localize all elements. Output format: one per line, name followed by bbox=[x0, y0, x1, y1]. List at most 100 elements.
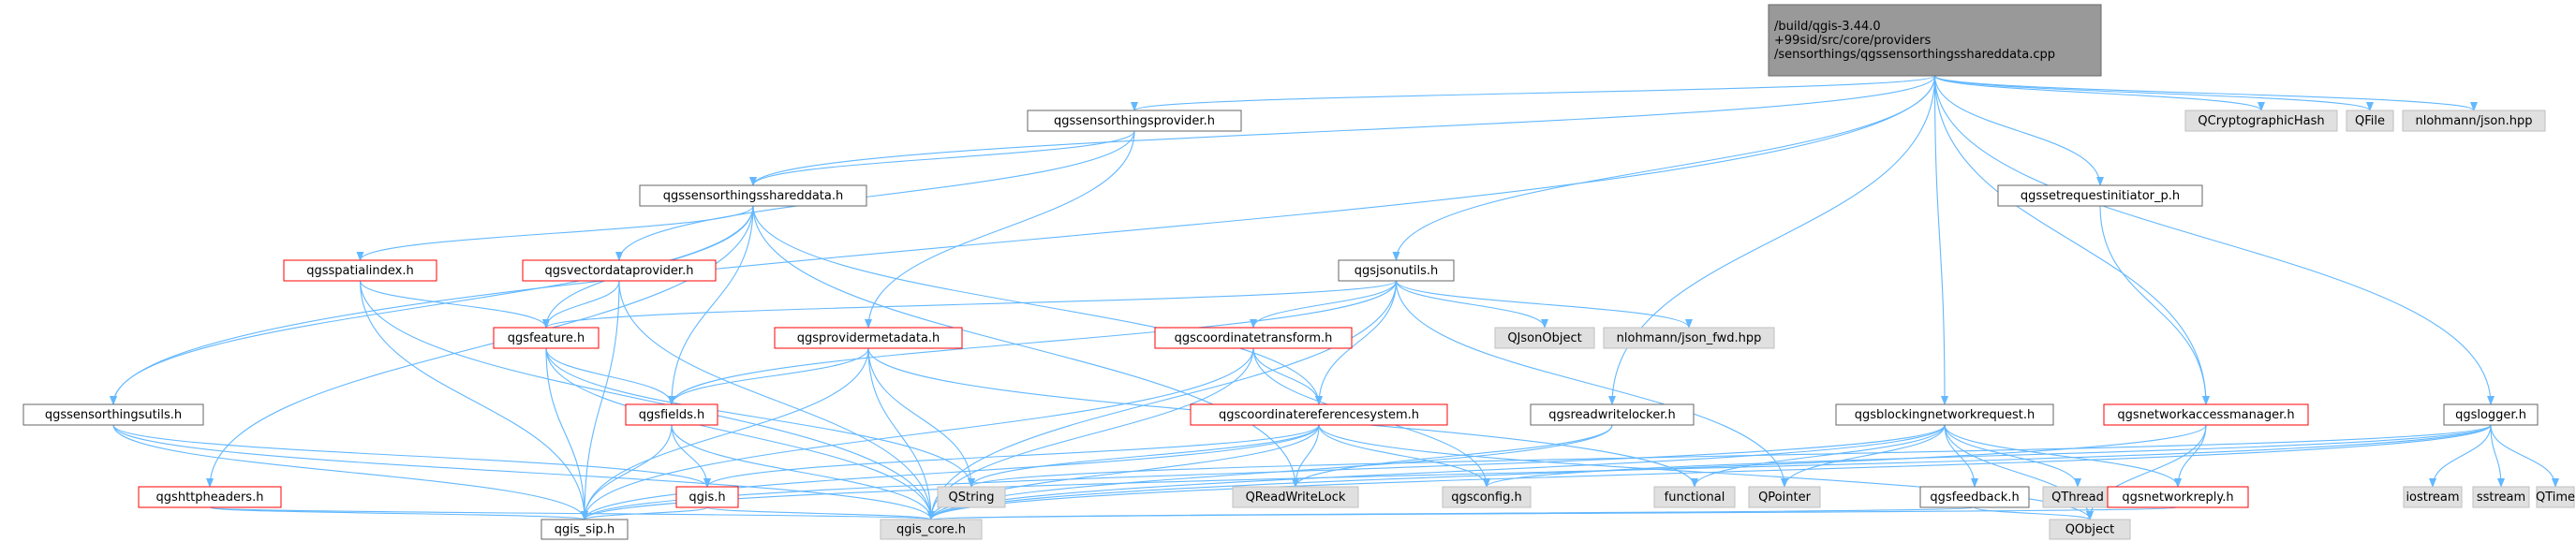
node-iostream: iostream bbox=[2403, 486, 2463, 508]
node-label-qgsfeedback: qgsfeedback.h bbox=[1930, 491, 2019, 505]
node-qgis[interactable]: qgis.h bbox=[675, 486, 739, 508]
edge-qgsfeature-to-qgsfields bbox=[545, 347, 675, 405]
node-label-sstream: sstream bbox=[2477, 491, 2525, 505]
edge-qgshttpheaders-to-qgis_sip bbox=[209, 506, 588, 520]
edge-root-to-qgsblockingnetworkrequest bbox=[1933, 75, 1948, 405]
edge-qgsfields-to-qgis bbox=[671, 424, 711, 488]
edge-root-to-qgsreadwritelocker bbox=[1608, 75, 1936, 405]
node-label-root: /sensorthings/qgssensorthingsshareddata.… bbox=[1774, 48, 2055, 62]
node-qgssetrequestinitiator[interactable]: qgssetrequestinitiator_p.h bbox=[1997, 184, 2203, 207]
node-box-qgsjsonutils bbox=[1338, 259, 1455, 282]
node-label-QCryptographicHash: QCryptographicHash bbox=[2198, 114, 2324, 128]
node-box-QString bbox=[937, 486, 1006, 508]
edge-qgslogger-to-qgsconfig bbox=[1483, 424, 2492, 488]
node-qgssensorthingsutils[interactable]: qgssensorthingsutils.h bbox=[22, 403, 204, 426]
edge-qgsblockingnetworkrequest-to-functional bbox=[1691, 424, 1946, 488]
edge-qgsspatialindex-to-qgis_core bbox=[359, 280, 935, 520]
edge-qgssensorthingsshareddata-to-qgsspatialindex bbox=[356, 205, 754, 261]
edge-qgsfeature-to-qgis_core bbox=[545, 347, 935, 520]
node-qgsblockingnetworkrequest[interactable]: qgsblockingnetworkrequest.h bbox=[1835, 403, 2054, 426]
node-label-qgsnetworkaccessmanager: qgsnetworkaccessmanager.h bbox=[2117, 408, 2294, 422]
node-QString: QString bbox=[937, 486, 1006, 508]
node-box-QObject bbox=[2049, 519, 2131, 540]
node-QCryptographicHash: QCryptographicHash bbox=[2184, 110, 2338, 132]
edge-qgsnetworkreply-to-qgis_core bbox=[928, 506, 2179, 520]
edge-qgscoordinatereferencesystem-to-qgis bbox=[703, 424, 1320, 488]
node-QTime: QTime bbox=[2536, 486, 2575, 508]
node-label-qgslogger: qgslogger.h bbox=[2455, 408, 2526, 422]
node-label-qgsnetworkreply: qgsnetworkreply.h bbox=[2122, 491, 2233, 505]
node-label-qgsprovidermetadata: qgsprovidermetadata.h bbox=[797, 331, 940, 345]
node-box-qgsprovidermetadata bbox=[774, 327, 963, 349]
node-box-QReadWriteLock bbox=[1232, 486, 1359, 508]
node-label-QPointer: QPointer bbox=[1758, 491, 1812, 505]
node-box-qgssensorthingsshareddata bbox=[639, 184, 867, 207]
node-box-functional bbox=[1653, 486, 1736, 508]
node-qgsnetworkreply[interactable]: qgsnetworkreply.h bbox=[2107, 486, 2249, 508]
node-box-qgsfeedback bbox=[1919, 486, 2030, 508]
node-box-qgsnetworkreply bbox=[2107, 486, 2249, 508]
edge-qgsvectordataprovider-to-qgis_sip bbox=[581, 280, 620, 520]
edge-qgsblockingnetworkrequest-to-QPointer bbox=[1781, 424, 1946, 488]
node-label-qgssensorthingsshareddata: qgssensorthingsshareddata.h bbox=[663, 189, 844, 203]
node-QObject: QObject bbox=[2049, 519, 2131, 540]
node-qgssensorthingsshareddata[interactable]: qgssensorthingsshareddata.h bbox=[639, 184, 867, 207]
node-box-qgscoordinatereferencesystem bbox=[1190, 403, 1448, 426]
node-label-qgis_sip: qgis_sip.h bbox=[555, 523, 614, 537]
node-box-QPointer bbox=[1748, 486, 1821, 508]
edge-qgsvectordataprovider-to-qgis_core bbox=[618, 280, 935, 520]
edge-qgsjsonutils-to-qgsfields bbox=[668, 280, 1398, 405]
node-qgis_sip[interactable]: qgis_sip.h bbox=[540, 519, 629, 540]
node-label-qgsvectordataprovider: qgsvectordataprovider.h bbox=[545, 264, 694, 278]
node-qgsconfig: qgsconfig.h bbox=[1442, 486, 1532, 508]
node-label-qgssensorthingsprovider: qgssensorthingsprovider.h bbox=[1054, 114, 1215, 128]
node-qgsfeature[interactable]: qgsfeature.h bbox=[493, 327, 600, 349]
edge-qgslogger-to-iostream bbox=[2429, 424, 2492, 488]
edge-qgsjsonutils-to-QJsonObject bbox=[1395, 280, 1548, 329]
edge-qgsvectordataprovider-to-qgsfeature bbox=[542, 280, 620, 329]
edge-qgsjsonutils-to-qgscoordinatetransform bbox=[1250, 280, 1398, 329]
edge-root-to-qgssensorthingsutils bbox=[110, 75, 1936, 405]
edge-qgssensorthingsutils-to-qgis_sip bbox=[112, 424, 588, 520]
node-box-QFile bbox=[2346, 110, 2394, 132]
node-qgsprovidermetadata[interactable]: qgsprovidermetadata.h bbox=[774, 327, 963, 349]
node-label-nlohmann_json: nlohmann/json.hpp bbox=[2416, 114, 2533, 128]
node-qgsreadwritelocker[interactable]: qgsreadwritelocker.h bbox=[1530, 403, 1695, 426]
node-label-QObject: QObject bbox=[2065, 523, 2115, 537]
node-box-qgis bbox=[675, 486, 739, 508]
node-qgsfields[interactable]: qgsfields.h bbox=[625, 403, 718, 426]
node-box-qgshttpheaders bbox=[138, 486, 282, 508]
node-qgscoordinatetransform[interactable]: qgscoordinatetransform.h bbox=[1154, 327, 1353, 349]
edge-qgssensorthingsshareddata-to-qgssensorthingsutils bbox=[110, 205, 754, 405]
node-qgsfeedback[interactable]: qgsfeedback.h bbox=[1919, 486, 2030, 508]
edge-qgis-to-qgis_sip bbox=[581, 506, 708, 520]
edge-qgshttpheaders-to-qgis_core bbox=[209, 506, 934, 520]
node-qgsvectordataprovider[interactable]: qgsvectordataprovider.h bbox=[522, 259, 717, 282]
nodes-layer: /build/qgis-3.44.0+99sid/src/core/provid… bbox=[22, 4, 2575, 540]
node-box-qgsspatialindex bbox=[283, 259, 437, 282]
edge-qgsblockingnetworkrequest-to-qgsnetworkreply bbox=[1944, 424, 2182, 488]
node-label-QString: QString bbox=[948, 491, 994, 505]
node-qgslogger[interactable]: qgslogger.h bbox=[2443, 403, 2539, 426]
node-QPointer: QPointer bbox=[1748, 486, 1821, 508]
node-box-sstream bbox=[2472, 486, 2530, 508]
node-box-qgis_sip bbox=[540, 519, 629, 540]
edge-qgssensorthingsutils-to-qgis_core bbox=[112, 424, 935, 520]
node-qgsspatialindex[interactable]: qgsspatialindex.h bbox=[283, 259, 437, 282]
node-label-qgssensorthingsutils: qgssensorthingsutils.h bbox=[45, 408, 182, 422]
edge-qgssensorthingsprovider-to-qgssensorthingsshareddata bbox=[749, 130, 1135, 186]
node-qgsnetworkaccessmanager[interactable]: qgsnetworkaccessmanager.h bbox=[2103, 403, 2309, 426]
node-qgis_core: qgis_core.h bbox=[880, 519, 983, 540]
edge-qgssensorthingsshareddata-to-qgsfields bbox=[668, 205, 754, 405]
node-box-qgsfields bbox=[625, 403, 718, 426]
edge-qgslogger-to-QString bbox=[968, 424, 2492, 488]
node-qgssensorthingsprovider[interactable]: qgssensorthingsprovider.h bbox=[1027, 110, 1242, 132]
edge-root-to-QCryptographicHash bbox=[1933, 75, 2265, 111]
node-qgscoordinatereferencesystem[interactable]: qgscoordinatereferencesystem.h bbox=[1190, 403, 1448, 426]
node-qgsjsonutils[interactable]: qgsjsonutils.h bbox=[1338, 259, 1455, 282]
node-box-QCryptographicHash bbox=[2184, 110, 2338, 132]
node-root[interactable]: /build/qgis-3.44.0+99sid/src/core/provid… bbox=[1768, 4, 2102, 77]
node-qgshttpheaders[interactable]: qgshttpheaders.h bbox=[138, 486, 282, 508]
node-label-QJsonObject: QJsonObject bbox=[1507, 331, 1581, 345]
node-box-qgsnetworkaccessmanager bbox=[2103, 403, 2309, 426]
